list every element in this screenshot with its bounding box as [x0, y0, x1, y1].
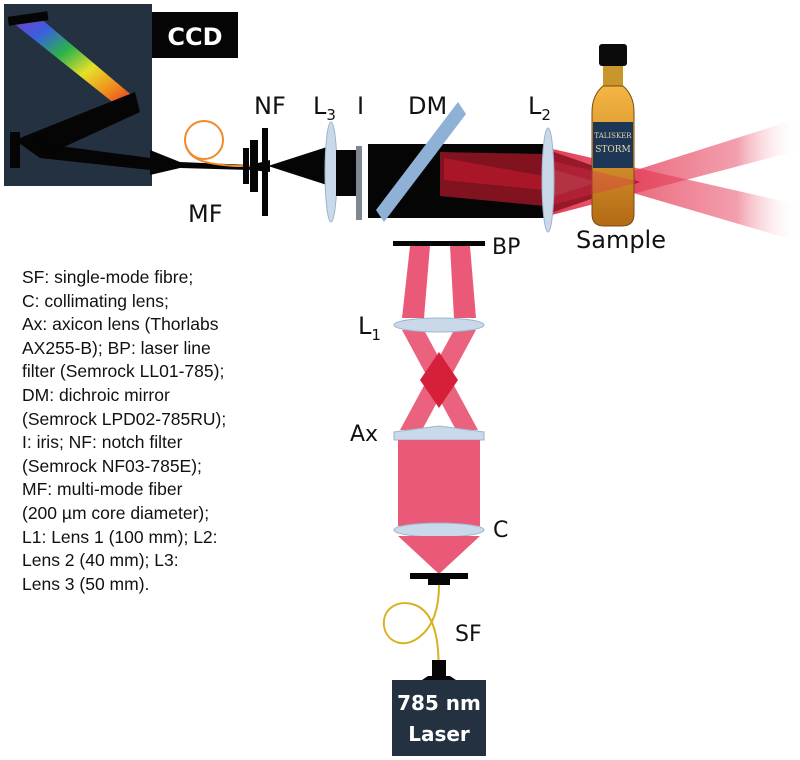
legend: SF: single-mode fibre; C: collimating le…: [22, 266, 322, 596]
spectrometer-beam-path: [15, 92, 140, 158]
l2-subscript: 2: [541, 106, 551, 124]
legend-line: SF: single-mode fibre;: [22, 267, 194, 287]
l1-label: L1: [358, 312, 381, 344]
multimode-fiber-loop: [184, 120, 224, 160]
dispersed-spectrum: [12, 18, 135, 108]
fiber-connector: [428, 578, 450, 585]
bottle-brand-line1: TALISKER: [594, 132, 632, 140]
notch-filter: [243, 128, 268, 216]
legend-line: Lens 2 (40 mm); L3:: [22, 550, 179, 571]
l3-label: L3: [313, 92, 336, 124]
sample-beam-overlay: [548, 160, 640, 206]
legend-line: (Semrock LPD02-785RU);: [22, 408, 227, 429]
bottle-label: [593, 122, 633, 168]
legend-line: C: collimating lens;: [22, 290, 169, 311]
legend-line: DM: dichroic mirror: [22, 384, 170, 405]
bottle-brand-line2: STORM: [595, 145, 631, 155]
legend-line: MF: multi-mode fiber: [22, 479, 183, 500]
l3-subscript: 3: [326, 106, 336, 124]
grating: [7, 11, 49, 26]
excitation-beam-crossover: [420, 352, 458, 408]
legend-line: (200 µm core diameter);: [22, 502, 210, 523]
c-label: C: [493, 518, 508, 543]
excitation-beam-right: [450, 246, 476, 318]
dm-label: DM: [408, 92, 447, 120]
legend-line: (Semrock NF03-785E);: [22, 455, 202, 476]
collection-beam-nf-l3: [268, 146, 330, 186]
multimode-fiber: [185, 145, 250, 167]
legend-line: filter (Semrock LL01-785);: [22, 361, 225, 382]
bandpass-filter: [393, 241, 485, 246]
collection-cone: [150, 150, 270, 175]
nf-label: NF: [254, 92, 286, 120]
lens-l1: [393, 317, 485, 333]
spectrometer-mirror: [10, 132, 20, 168]
excitation-beam-inner: [444, 158, 544, 190]
legend-line: Lens 3 (50 mm).: [22, 573, 150, 594]
laser-source: 785 nm Laser: [392, 680, 486, 756]
bp-label: BP: [492, 235, 520, 260]
l1-subscript: 1: [371, 326, 381, 344]
excitation-beam-left: [402, 246, 430, 318]
collimated-beam: [398, 440, 480, 526]
legend-line: I: iris; NF: notch filter: [22, 432, 183, 453]
spectrometer-beam-path-lower: [15, 140, 150, 170]
ccd-label: CCD: [167, 23, 222, 51]
sf-label: SF: [455, 622, 482, 647]
sample-label: Sample: [576, 226, 666, 254]
laser-label-line1: 785 nm: [397, 691, 481, 715]
mf-label: MF: [188, 200, 223, 228]
legend-line: L1: Lens 1 (100 mm); L2:: [22, 526, 218, 547]
collimating-lens: [393, 522, 485, 538]
ccd-camera: CCD: [152, 12, 238, 58]
spectrometer: [4, 4, 152, 186]
lens-l2: [541, 127, 555, 233]
legend-line: Ax: axicon lens (Thorlabs: [22, 314, 219, 335]
single-mode-fiber: [382, 584, 440, 669]
laser-label-line2: Laser: [408, 722, 470, 746]
ax-label: Ax: [350, 422, 378, 447]
sample-bottle: TALISKER STORM: [591, 44, 635, 227]
dichroic-mirror: [376, 102, 466, 222]
lens-l3: [324, 121, 338, 223]
fiber-mount: [410, 573, 468, 579]
l2-label: L2: [528, 92, 551, 124]
converging-beam: [398, 536, 480, 574]
iris-label: I: [357, 92, 364, 120]
collection-beam-l3-iris: [336, 150, 358, 196]
iris: [356, 146, 362, 220]
legend-line: AX255-B); BP: laser line: [22, 337, 211, 358]
